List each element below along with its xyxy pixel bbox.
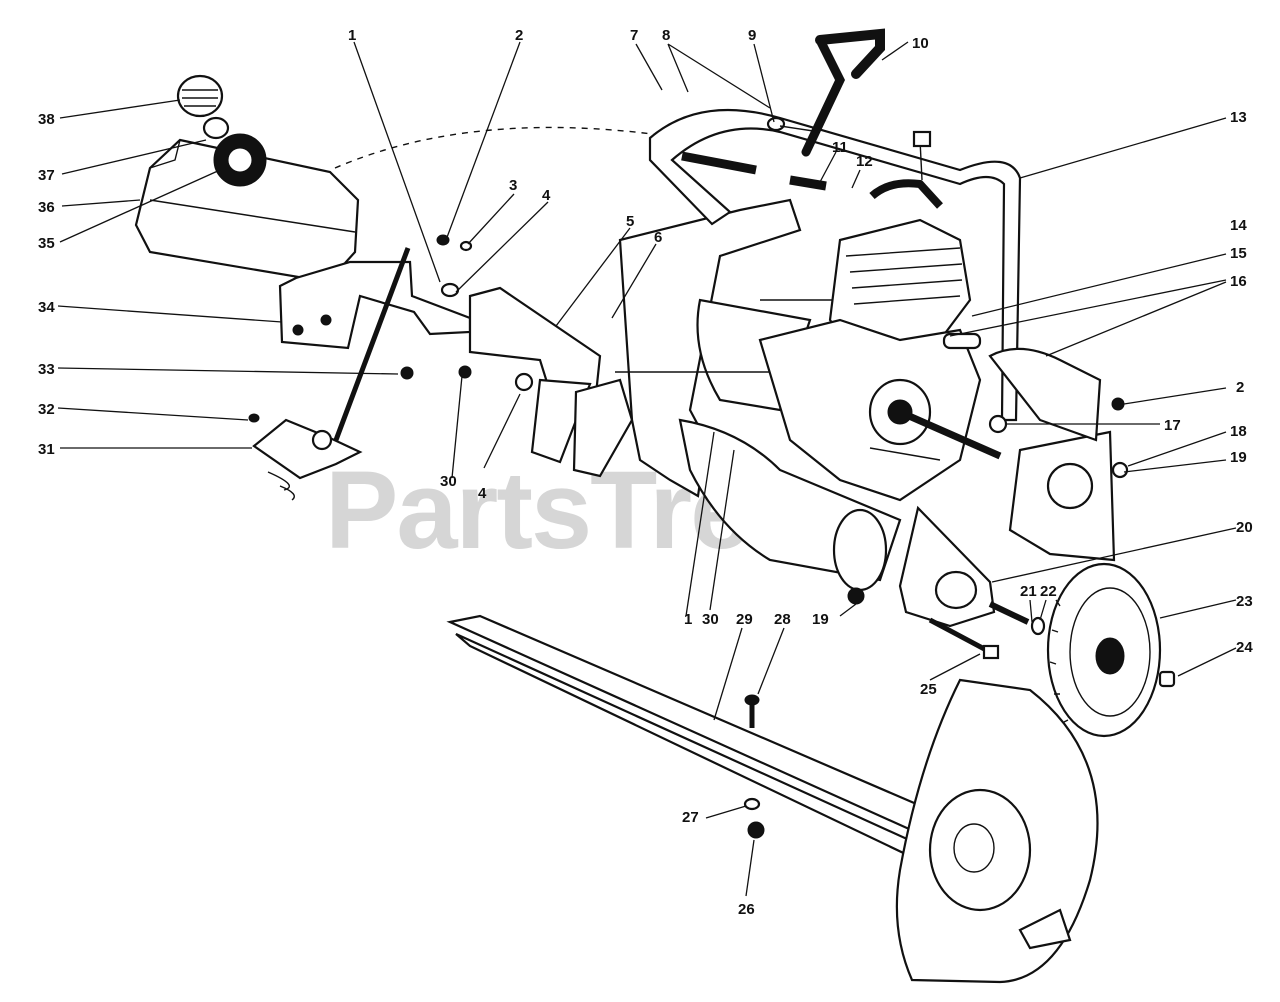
fuel-cap <box>176 74 224 118</box>
callout-28: 28 <box>774 611 791 628</box>
handle-bar <box>648 108 1022 422</box>
callout-15: 15 <box>1230 245 1247 262</box>
callout-2-top: 2 <box>515 27 523 44</box>
callout-5: 5 <box>626 213 634 230</box>
callout-17: 17 <box>1164 417 1181 434</box>
assembly-dash-line <box>334 126 661 169</box>
callout-31: 31 <box>38 441 55 458</box>
callout-26: 26 <box>738 901 755 918</box>
callout-11: 11 <box>832 139 848 156</box>
leader-lines <box>57 41 1237 897</box>
callout-34: 34 <box>38 299 55 316</box>
callout-3: 3 <box>509 177 517 194</box>
callout-32: 32 <box>38 401 55 418</box>
callout-19-right: 19 <box>1230 449 1247 466</box>
callout-4-bottom: 4 <box>478 485 487 502</box>
callout-27: 27 <box>682 809 699 826</box>
callout-16: 16 <box>1230 273 1247 290</box>
callout-9: 9 <box>748 27 756 44</box>
callout-1-top: 1 <box>348 27 356 44</box>
callout-10: 10 <box>912 35 929 52</box>
callout-25: 25 <box>920 681 937 698</box>
cap-gasket <box>202 116 230 140</box>
callout-33: 33 <box>38 361 55 378</box>
scraper-hardware <box>743 694 765 839</box>
callout-2-right: 2 <box>1236 379 1244 396</box>
callout-30-left: 30 <box>440 473 457 490</box>
callout-14: 14 <box>1230 217 1247 234</box>
callout-38: 38 <box>38 111 55 128</box>
callout-6: 6 <box>654 229 662 246</box>
auger-side-plate <box>895 678 1099 984</box>
control-rod <box>252 247 411 501</box>
callout-12: 12 <box>856 153 873 170</box>
bearing-bracket <box>847 505 996 628</box>
axle <box>928 601 1046 660</box>
callout-35: 35 <box>38 235 55 252</box>
callout-18: 18 <box>1230 423 1247 440</box>
engine <box>758 130 1002 502</box>
auger-housing <box>678 418 902 592</box>
callout-8: 8 <box>662 27 670 44</box>
wheel <box>1046 562 1176 738</box>
callout-30-bottom: 30 <box>702 611 719 628</box>
callout-21: 21 <box>1020 583 1037 600</box>
callout-29: 29 <box>736 611 753 628</box>
callout-24: 24 <box>1236 639 1253 656</box>
right-side-plate <box>988 347 1129 562</box>
callout-20: 20 <box>1236 519 1253 536</box>
callout-4-top: 4 <box>542 187 551 204</box>
side-frame-plate <box>468 286 634 478</box>
callout-7: 7 <box>630 27 638 44</box>
callout-13: 13 <box>1230 109 1247 126</box>
callout-36: 36 <box>38 199 55 216</box>
callout-22: 22 <box>1040 583 1057 600</box>
shift-lever <box>766 28 885 157</box>
filler-neck <box>213 133 267 187</box>
callout-23: 23 <box>1236 593 1253 610</box>
callout-19-bottom: 19 <box>812 611 829 628</box>
callout-1-bottom: 1 <box>684 611 692 628</box>
callout-37: 37 <box>38 167 55 184</box>
callout-labels: 38 37 36 35 34 33 32 31 1 2 3 4 5 6 7 8 … <box>38 27 1253 918</box>
